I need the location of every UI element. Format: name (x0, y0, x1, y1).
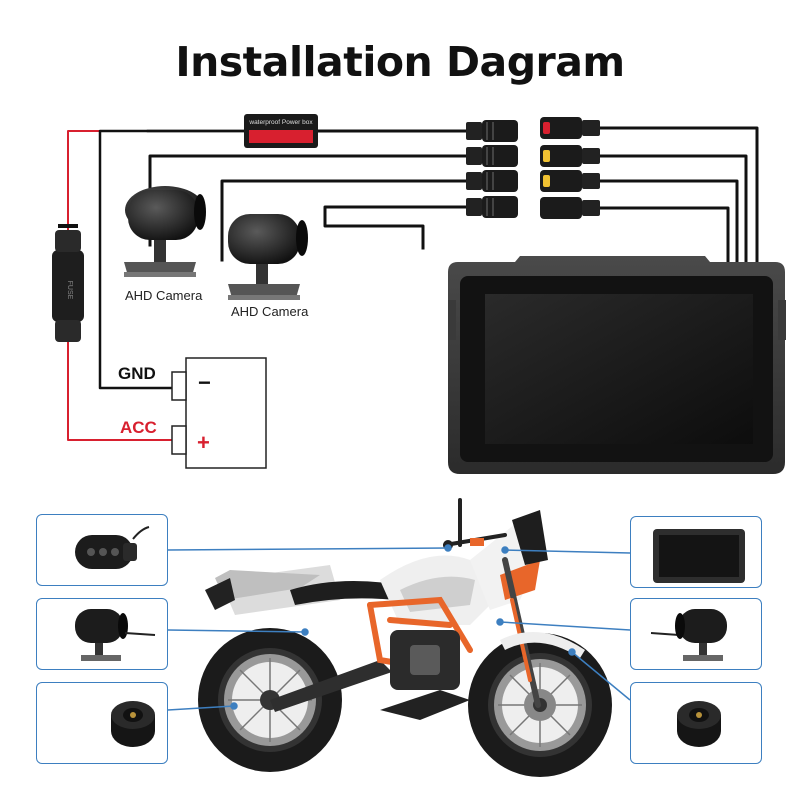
battery-terminal (171, 357, 267, 469)
connectors-left (466, 120, 518, 218)
monitor-icon (653, 529, 745, 583)
connectors-right (540, 117, 600, 219)
power-box-label: waterproof Power box (248, 119, 313, 126)
wires (67, 126, 759, 441)
ahd-camera-1 (124, 186, 206, 277)
camera-icon (650, 609, 727, 661)
callout-front-camera (630, 598, 762, 670)
power-box: waterproof Power box (244, 114, 318, 148)
acc-label: ACC (120, 418, 157, 437)
callout-rear-camera (36, 598, 168, 670)
motorcycle (198, 498, 612, 777)
camera-1-label: AHD Camera (125, 288, 203, 303)
monitor-device (448, 256, 786, 474)
ahd-camera-2 (228, 214, 308, 300)
tire-pressure-sensor-icon (677, 701, 721, 747)
callout-lines (167, 544, 631, 711)
inline-fuse: FUSE (52, 224, 84, 342)
fuse-label: FUSE (66, 281, 73, 300)
camera-2-label: AHD Camera (231, 304, 309, 319)
positive-terminal-sign: + (197, 430, 210, 455)
camera-icon (75, 609, 156, 661)
tire-pressure-sensor-icon (111, 701, 155, 747)
negative-terminal-sign: − (198, 370, 211, 395)
callout-rear-tire-sensor (36, 682, 168, 764)
gnd-label: GND (118, 364, 156, 383)
diagram-title: Installation Dagram (175, 38, 625, 86)
remote-control-icon (75, 526, 150, 569)
callout-monitor (630, 516, 762, 588)
callout-remote-control (36, 514, 168, 586)
callout-front-tire-sensor (630, 682, 762, 764)
